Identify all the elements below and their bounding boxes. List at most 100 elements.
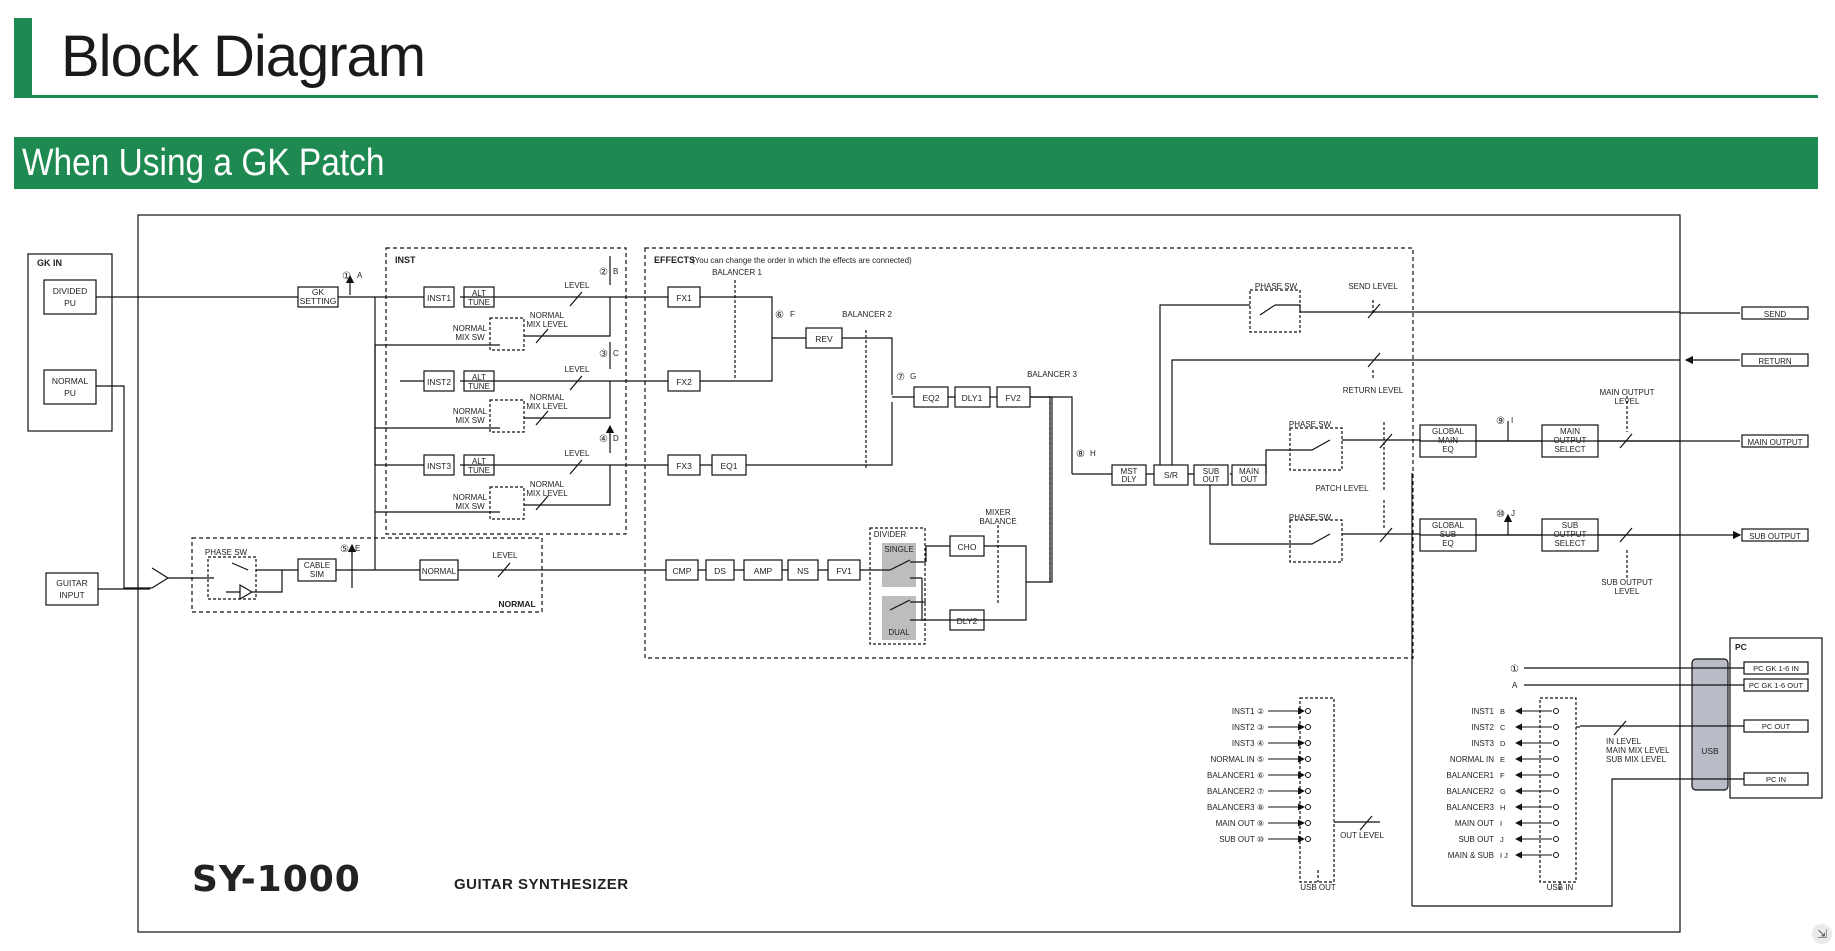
usb-in-terminal xyxy=(1553,836,1559,842)
brand-subtitle: GUITAR SYNTHESIZER xyxy=(454,876,629,893)
usb-out-item: SUB OUT ⑩ xyxy=(1219,835,1264,844)
marker-4: ④ xyxy=(599,434,608,445)
pc-box xyxy=(1729,637,1823,799)
normal-mix-level-2a: NORMAL xyxy=(530,393,565,402)
diagram-frame xyxy=(137,214,1681,933)
pu2-label: PU xyxy=(64,388,76,398)
gk-setting-label-1: GK xyxy=(312,287,325,297)
usb-out-terminal xyxy=(1305,756,1311,762)
usb-in-title: USB IN xyxy=(1547,883,1574,892)
normal-box-label: NORMAL xyxy=(422,567,457,576)
normal-pu-box xyxy=(43,369,97,405)
sub-output-select-1: SUB xyxy=(1562,521,1578,530)
usb-in-terminal xyxy=(1553,820,1559,826)
usb-out-item: BALANCER1 ⑥ xyxy=(1207,771,1264,780)
dly1-box xyxy=(954,386,991,408)
main-output-select-1: MAIN xyxy=(1560,427,1580,436)
fx2-label: FX2 xyxy=(676,377,692,387)
marker-B: B xyxy=(613,267,618,276)
expand-icon[interactable]: ⇲ xyxy=(1812,924,1832,944)
global-sub-label-3: EQ xyxy=(1442,539,1454,548)
cmp-box xyxy=(665,559,699,581)
gk-setting-label-2: SETTING xyxy=(300,296,337,306)
usb-out-terminal xyxy=(1305,724,1311,730)
fx3-label: FX3 xyxy=(676,461,692,471)
normal-mix-level-3b: MIX LEVEL xyxy=(526,489,568,498)
usb-in-terminal xyxy=(1553,708,1559,714)
patch-level-label: PATCH LEVEL xyxy=(1315,484,1369,493)
sr-box xyxy=(1153,464,1189,486)
return-level-label: RETURN LEVEL xyxy=(1343,386,1404,395)
usb-out-title: USB OUT xyxy=(1300,883,1336,892)
rev-label: REV xyxy=(815,334,833,344)
normal-mix-sw-1b: MIX SW xyxy=(455,333,485,342)
usb-out-terminal xyxy=(1305,740,1311,746)
cable-label: CABLE xyxy=(304,561,330,570)
global-main-label-2: MAIN xyxy=(1438,436,1458,445)
gk-in-label: GK IN xyxy=(37,258,62,268)
pc-gk-out-label: PC GK 1-6 OUT xyxy=(1749,681,1804,690)
main-output-select-3: SELECT xyxy=(1554,445,1585,454)
in-level-label-3: SUB MIX LEVEL xyxy=(1606,755,1667,764)
usb-out-terminal xyxy=(1305,708,1311,714)
sub-output-jack xyxy=(1741,528,1809,542)
title-accent xyxy=(14,18,32,98)
inst-block xyxy=(385,247,627,535)
return-jack xyxy=(1741,353,1809,367)
single-label: SINGLE xyxy=(884,545,913,554)
eq2-box xyxy=(913,386,949,408)
cmp-label: CMP xyxy=(673,566,692,576)
normal-block xyxy=(191,537,543,613)
usb-in-terminal xyxy=(1553,804,1559,810)
dly1-label: DLY1 xyxy=(962,393,983,403)
global-sub-label-1: GLOBAL xyxy=(1432,521,1465,530)
marker-F: F xyxy=(790,310,795,319)
title-rule xyxy=(14,95,1818,98)
amp-label: AMP xyxy=(754,566,773,576)
usb-out-item: INST3 ④ xyxy=(1232,739,1264,748)
marker-C: C xyxy=(613,349,619,358)
balance-label: BALANCE xyxy=(979,517,1016,526)
inst-level-label-2: LEVEL xyxy=(565,365,590,374)
marker-9: ⑨ xyxy=(1496,416,1505,427)
inst-level-label-1: LEVEL xyxy=(565,281,590,290)
tune-label-2: TUNE xyxy=(468,382,490,391)
normal-mix-sw-2a: NORMAL xyxy=(453,407,488,416)
sub-output-jack-label: SUB OUTPUT xyxy=(1749,532,1801,541)
usb-in-tag: B xyxy=(1500,707,1505,716)
marker-D: D xyxy=(613,434,619,443)
guitar-input-label-1: GUITAR xyxy=(56,578,87,588)
mst-dly-box xyxy=(1111,464,1147,486)
usb-box[interactable] xyxy=(1691,658,1729,791)
in-level-label-1: IN LEVEL xyxy=(1606,737,1642,746)
alt-label-2: ALT xyxy=(472,373,486,382)
sub-out-box xyxy=(1193,464,1229,486)
usb-in-item: INST3 xyxy=(1471,739,1494,748)
marker-I: I xyxy=(1511,416,1513,425)
section-bar: When Using a GK Patch xyxy=(14,137,1818,189)
usb-out-terminal xyxy=(1305,836,1311,842)
sr-label: S/R xyxy=(1164,470,1178,480)
pu1-label: PU xyxy=(64,298,76,308)
inst2-label: INST2 xyxy=(427,377,451,387)
usb-in-tag: D xyxy=(1500,739,1506,748)
effects-title: EFFECTS xyxy=(654,255,695,265)
balancer1-label: BALANCER 1 xyxy=(712,268,762,277)
marker-10: ⑩ xyxy=(1496,509,1505,520)
guitar-input-label-2: INPUT xyxy=(59,590,85,600)
divided-label: DIVIDED xyxy=(53,286,87,296)
usb-out-item: MAIN OUT ⑨ xyxy=(1216,819,1264,828)
usb-label: USB xyxy=(1701,746,1719,756)
inst-title: INST xyxy=(395,255,416,265)
inst2-box xyxy=(423,370,455,392)
fx1-label: FX1 xyxy=(676,293,692,303)
usb-in-item: BALANCER2 xyxy=(1446,787,1494,796)
block-diagram: GK IN DIVIDED PU NORMAL PU GUITAR INPUT … xyxy=(27,214,1823,933)
main-output-jack-label: MAIN OUTPUT xyxy=(1747,438,1802,447)
usb-in-tag: J xyxy=(1500,835,1504,844)
effects-block xyxy=(644,247,1414,659)
send-jack xyxy=(1741,306,1809,320)
usb-in-tag: E xyxy=(1500,755,1505,764)
main-out-label-2: OUT xyxy=(1241,475,1258,484)
alt-label-3: ALT xyxy=(472,457,486,466)
